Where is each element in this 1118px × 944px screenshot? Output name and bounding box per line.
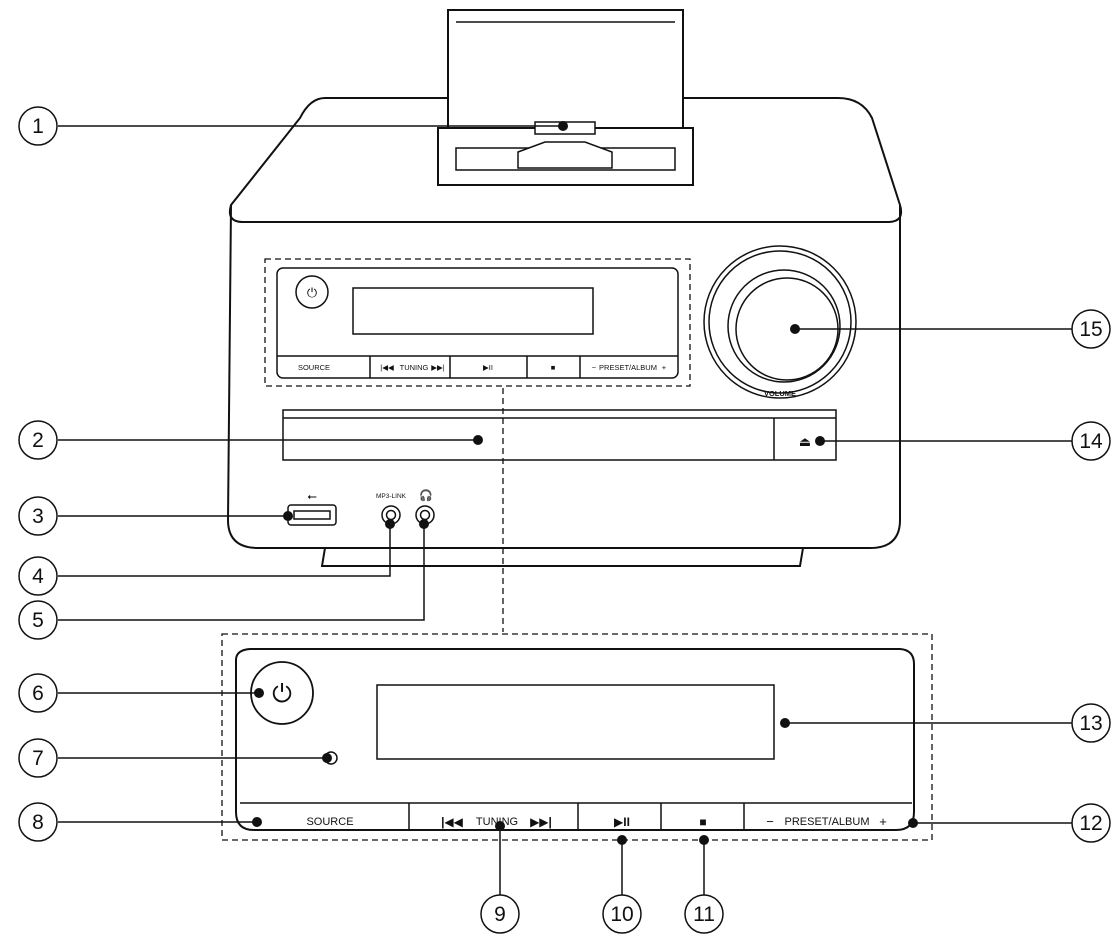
volume-knob[interactable] xyxy=(703,245,857,399)
dock-base xyxy=(437,121,694,186)
play-pause-icon[interactable]: ▶II xyxy=(614,815,630,829)
callout-8: 8 xyxy=(32,811,44,834)
zoom-panel-dashed-box xyxy=(221,633,933,841)
callout-9: 9 xyxy=(494,903,506,926)
callout-7: 7 xyxy=(32,747,44,770)
upper-plus-label: + xyxy=(662,363,667,372)
callout-11: 11 xyxy=(693,903,715,926)
upper-tuning-label: TUNING xyxy=(400,363,429,372)
volume-label: VOLUME xyxy=(764,389,796,398)
leader-markers xyxy=(252,121,918,845)
device-body xyxy=(226,97,903,567)
control-panel-dashed-box xyxy=(264,258,691,387)
power-icon: ⏻ xyxy=(272,680,292,708)
callout-15: 15 xyxy=(1079,318,1102,341)
headphone-icon: 🎧 xyxy=(419,489,433,502)
source-button-label[interactable]: SOURCE xyxy=(306,816,353,828)
disc-tray xyxy=(282,409,837,461)
eject-icon: ⏏ xyxy=(799,434,811,449)
next-icon[interactable]: ▶▶| xyxy=(530,815,552,829)
prev-icon[interactable]: |◀◀ xyxy=(441,815,464,829)
upper-next-icon: ▶▶| xyxy=(431,363,445,372)
preset-minus-label[interactable]: − xyxy=(766,814,774,829)
upper-power-icon: ⏻ xyxy=(307,285,317,300)
callout-4: 4 xyxy=(32,565,44,588)
zoom-button-row xyxy=(240,802,912,830)
callout-5: 5 xyxy=(32,609,44,632)
zoom-panel xyxy=(235,648,915,831)
callout-1: 1 xyxy=(32,115,44,138)
dock-cover xyxy=(447,9,684,129)
upper-source-label: SOURCE xyxy=(298,363,330,372)
callout-2: 2 xyxy=(32,429,44,452)
callout-13: 13 xyxy=(1079,712,1102,735)
callout-6: 6 xyxy=(32,682,44,705)
callout-10: 10 xyxy=(610,903,633,926)
upper-power-button[interactable] xyxy=(295,275,329,309)
upper-stop-icon: ■ xyxy=(551,363,556,372)
display-window xyxy=(376,684,775,760)
usb-icon: ⭠ xyxy=(307,489,317,503)
callout-14: 14 xyxy=(1079,430,1103,453)
upper-preset-label: PRESET/ALBUM xyxy=(599,363,657,372)
callout-12: 12 xyxy=(1079,812,1102,835)
callouts xyxy=(18,106,1111,934)
preset-album-label: PRESET/ALBUM xyxy=(785,816,870,828)
upper-panel xyxy=(276,267,679,379)
upper-play-pause-icon: ▶II xyxy=(483,363,493,372)
leader-lines xyxy=(58,125,1072,896)
callout-3: 3 xyxy=(32,505,44,528)
upper-prev-icon: |◀◀ xyxy=(380,363,394,372)
usb-port xyxy=(287,504,337,526)
stop-icon[interactable]: ■ xyxy=(699,815,706,829)
mp3-link-label: MP3-LINK xyxy=(376,493,407,500)
upper-minus-label: − xyxy=(592,363,597,372)
preset-plus-label[interactable]: + xyxy=(879,814,887,829)
